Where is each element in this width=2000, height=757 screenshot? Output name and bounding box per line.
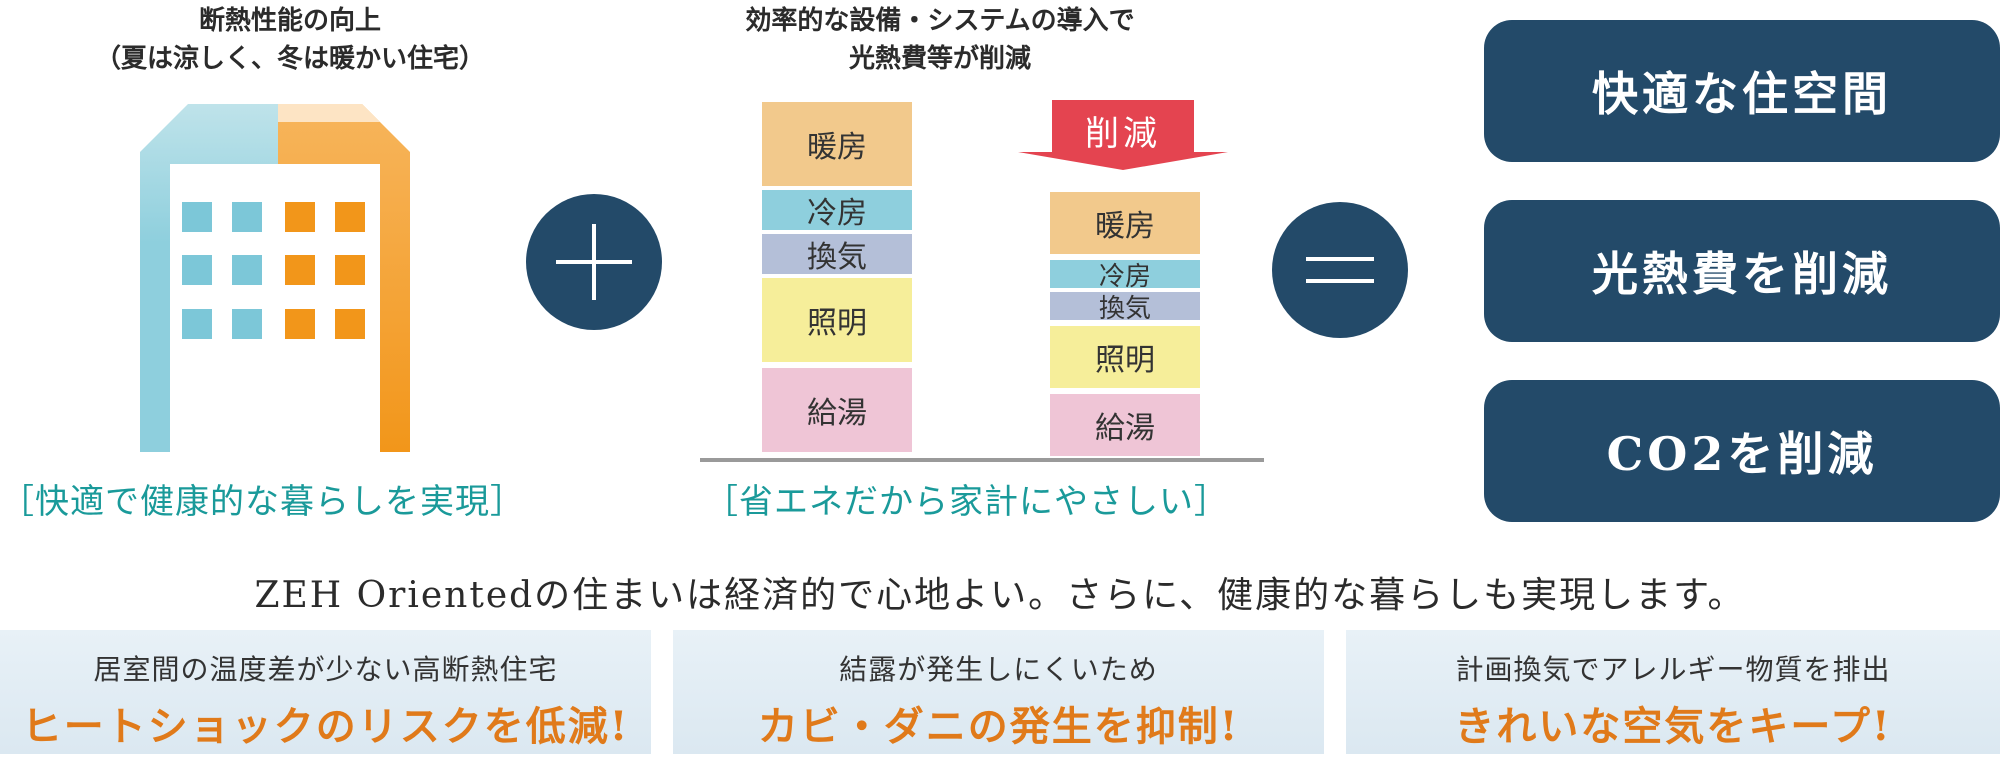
benefit-sub: 居室間の温度差が少ない高断熱住宅 <box>93 653 558 686</box>
benefit-main: カビ・ダニの発生を抑制! <box>757 703 1240 750</box>
building-icon <box>140 104 410 452</box>
after-seg-hot-water: 給湯 <box>1050 394 1200 456</box>
before-seg-hot-water: 給湯 <box>762 368 912 452</box>
after-seg-ventilation: 換気 <box>1050 292 1200 324</box>
result-reduce-co2: CO2を削減 <box>1484 380 2000 522</box>
reduce-label: 削減 <box>1085 114 1161 154</box>
equals-circle <box>1272 202 1408 338</box>
energy-caption: 効率的な設備・システムの導入で 光熱費等が削減 <box>690 2 1190 78</box>
plus-circle <box>526 194 662 330</box>
after-seg-heating: 暖房 <box>1050 192 1200 254</box>
benefit-main: ヒートショックのリスクを低減! <box>21 703 630 750</box>
insulation-caption: 断熱性能の向上 （夏は涼しく、冬は暖かい住宅） <box>40 2 540 78</box>
benefit-main: きれいな空気をキープ! <box>1454 703 1892 750</box>
plus-icon <box>556 224 632 300</box>
benefit-clean-air: 計画換気でアレルギー物質を排出 きれいな空気をキープ! <box>1346 630 2000 754</box>
summary-text: ZEH Orientedの住まいは経済的で心地よい。さらに、健康的な暮らしも実現… <box>254 575 1746 616</box>
after-bar: 暖房 冷房 換気 照明 給湯 <box>1050 192 1200 456</box>
before-seg-cooling: 冷房 <box>762 190 912 231</box>
benefit-sub: 計画換気でアレルギー物質を排出 <box>1455 653 1891 686</box>
equals-icon <box>1306 257 1374 283</box>
after-seg-cooling: 冷房 <box>1050 260 1200 292</box>
before-bar: 暖房 冷房 換気 照明 給湯 <box>762 102 912 452</box>
down-arrow-icon <box>1018 100 1228 170</box>
chart-baseline <box>700 458 1264 462</box>
before-seg-ventilation: 換気 <box>762 234 912 275</box>
insulation-caption-line2: （夏は涼しく、冬は暖かい住宅） <box>94 44 485 74</box>
result-comfortable-space: 快適な住空間 <box>1484 20 2000 162</box>
result-reduce-utility-cost: 光熱費を削減 <box>1484 200 2000 342</box>
after-seg-lighting: 照明 <box>1050 326 1200 388</box>
benefit-heat-shock: 居室間の温度差が少ない高断熱住宅 ヒートショックのリスクを低減! <box>0 630 651 754</box>
benefit-mold-mites: 結露が発生しにくいため カビ・ダニの発生を抑制! <box>673 630 1324 754</box>
insulation-caption-line1: 断熱性能の向上 <box>198 6 381 36</box>
benefit-sub: 結露が発生しにくいため <box>839 653 1158 686</box>
energy-caption-line1: 効率的な設備・システムの導入で <box>745 6 1135 36</box>
energy-caption-line2: 光熱費等が削減 <box>848 44 1031 74</box>
before-seg-lighting: 照明 <box>762 278 912 362</box>
energy-bracket-label: ［省エネだから家計にやさしい］ <box>704 482 1229 522</box>
insulation-bracket-label: ［快適で健康的な暮らしを実現］ <box>0 482 525 522</box>
before-seg-heating: 暖房 <box>762 102 912 186</box>
